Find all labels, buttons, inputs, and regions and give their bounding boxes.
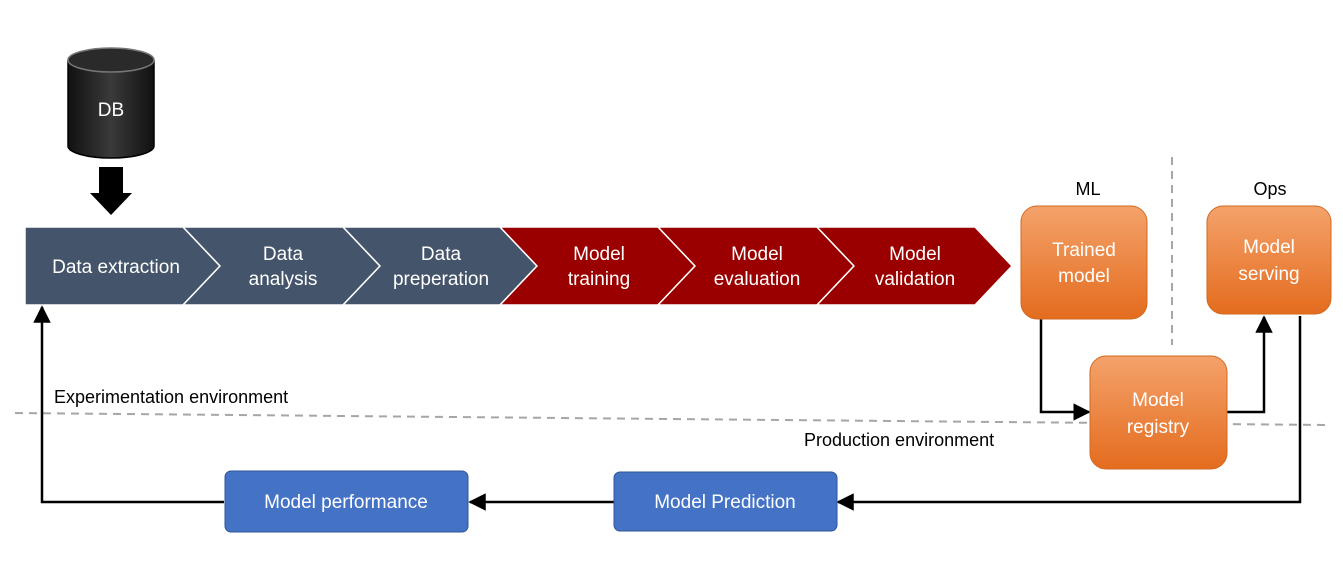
step-label-line2: training: [568, 269, 630, 290]
step-label: Data extraction: [52, 257, 180, 278]
step-label-line1: Model: [573, 244, 625, 265]
experimentation-environment-label: Experimentation environment: [54, 387, 288, 407]
box-label-line1: Model: [1132, 390, 1184, 411]
pipeline-step-data-preperation: Data preperation: [341, 226, 539, 306]
box-label-line1: Model: [1243, 237, 1295, 258]
trained-to-registry-arrow: [1039, 318, 1091, 421]
pipeline: Data extraction Data analysis Data prepe…: [24, 226, 1014, 306]
registry-to-serving-arrow: [1227, 315, 1273, 414]
pipeline-step-data-extraction: Data extraction: [24, 226, 222, 306]
model-registry-box: Model registry: [1089, 355, 1228, 470]
trained-model-box: Trained model: [1020, 205, 1148, 320]
step-label-line1: Data: [263, 244, 304, 265]
model-performance-box: Model performance: [224, 470, 469, 533]
step-label-line2: validation: [875, 269, 955, 290]
box-label-line2: model: [1058, 266, 1110, 287]
step-label-line1: Model: [889, 244, 941, 265]
step-label-line2: preperation: [393, 269, 489, 290]
db-down-arrow: [90, 167, 132, 215]
model-prediction-box: Model Prediction: [613, 471, 838, 532]
step-label-line1: Model: [731, 244, 783, 265]
pipeline-step-model-evaluation: Model evaluation: [656, 226, 856, 306]
box-label-line2: serving: [1238, 264, 1299, 285]
production-environment-label: Production environment: [804, 430, 994, 450]
model-serving-box: Model serving: [1206, 205, 1332, 315]
step-label-line1: Data: [421, 244, 462, 265]
box-label: Model performance: [264, 492, 428, 513]
pipeline-step-model-validation: Model validation: [815, 226, 1014, 306]
serving-to-prediction-arrow: [836, 316, 1302, 511]
connectors: [33, 305, 1302, 511]
database-icon: DB: [67, 47, 155, 159]
performance-to-extraction-arrow: [33, 305, 224, 504]
step-label-line2: analysis: [249, 269, 318, 290]
box-label-line2: registry: [1127, 417, 1190, 438]
database-label: DB: [98, 100, 124, 121]
ops-section-label: Ops: [1253, 179, 1286, 199]
step-label-line2: evaluation: [714, 269, 801, 290]
ml-section-label: ML: [1075, 179, 1100, 199]
box-label: Model Prediction: [654, 492, 796, 513]
box-label-line1: Trained: [1052, 240, 1116, 261]
